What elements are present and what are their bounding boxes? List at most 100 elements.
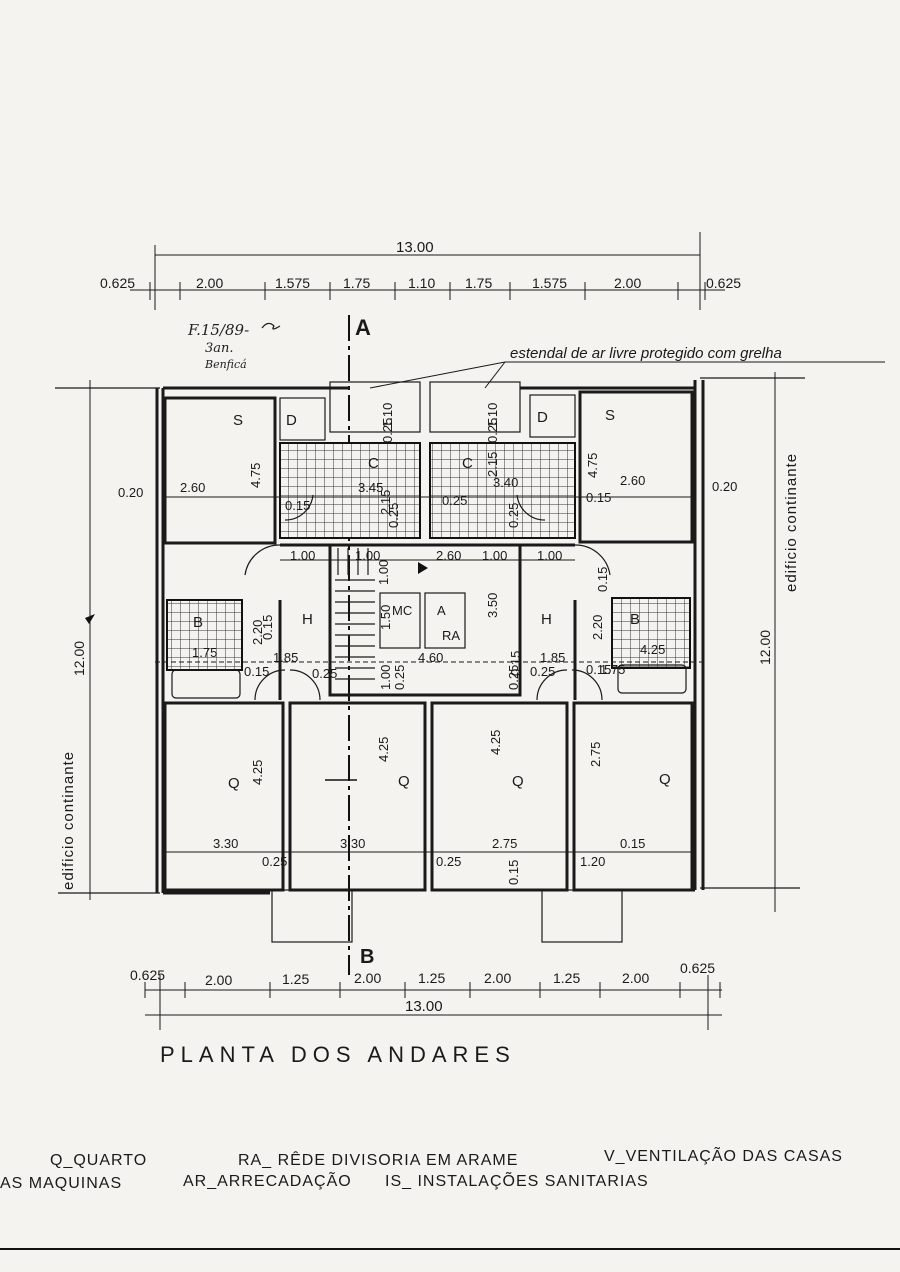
interior-dim: 0.15 [595, 567, 610, 592]
room-label-b: B [193, 614, 203, 631]
stair-arrow [418, 562, 428, 574]
estendal-annotation: estendal de ar livre protegido com grelh… [369, 345, 885, 389]
neighbor-label-left: edificio continante [60, 751, 77, 890]
interior-dim: 2.75 [588, 742, 603, 767]
interior-dim: 0.25 [386, 503, 401, 528]
estendal-right [429, 381, 521, 433]
top-segment-dim: 0.625 [100, 275, 135, 291]
legend-ventilacao: V_VENTILAÇÃO DAS CASAS [604, 1148, 843, 1165]
interior-dim: 0.15 [586, 662, 611, 677]
interior-dim: 2.60 [620, 473, 645, 488]
interior-dim: 0.25 [380, 418, 395, 443]
room-label-q: Q [512, 773, 524, 790]
balcony-right [541, 889, 623, 943]
estendal-label: estendal de ar livre protegido com grelh… [510, 345, 782, 362]
estendal-left [329, 381, 421, 433]
door-swing [284, 494, 314, 521]
door-swing [244, 544, 281, 576]
side-dim-left: 12.00 [71, 641, 87, 676]
side-dim-right: 12.00 [757, 630, 773, 665]
interior-dim: 3.45 [358, 480, 383, 495]
top-segment-dim: 2.00 [614, 275, 641, 291]
interior-dim: 1.00 [537, 548, 562, 563]
bottom-segment-dim: 2.00 [622, 970, 649, 986]
interior-dim: 1.20 [580, 854, 605, 869]
room-walls [155, 381, 705, 943]
stair-treads [335, 548, 375, 680]
interior-dim: 0.15 [285, 498, 310, 513]
balcony-left [271, 889, 353, 943]
door-swing [574, 544, 611, 576]
interior-dim: 0.15 [506, 860, 521, 885]
interior-dim: 3.30 [213, 836, 238, 851]
room-q-4 [572, 701, 694, 892]
interior-dim: 1.00 [376, 560, 391, 585]
room-label-q: Q [659, 771, 671, 788]
section-mark-b: B [360, 946, 374, 968]
interior-dim: 1.75 [192, 645, 217, 660]
room-d-right [529, 394, 576, 438]
room-label-a: A [437, 603, 446, 618]
building-outline [155, 380, 705, 895]
legend-rede: RA_ RÊDE DIVISORIA EM ARAME [238, 1152, 519, 1169]
room-label-h: H [541, 611, 552, 628]
interior-dim: 2.20 [590, 615, 605, 640]
interior-dim: 0.15 [260, 615, 275, 640]
legend-quarto: Q_QUARTO [50, 1152, 148, 1169]
door-swing [571, 669, 603, 701]
interior-dim: 0.25 [506, 503, 521, 528]
lift-shaft [424, 592, 466, 649]
interior-dim: 4.25 [640, 642, 665, 657]
legend-maquinas: AS MAQUINAS [0, 1175, 123, 1192]
interior-dim: 4.25 [250, 760, 265, 785]
room-label-h: H [302, 611, 313, 628]
kitchen-left [279, 442, 421, 539]
bottom-segment-dim: 2.00 [354, 970, 381, 986]
interior-dim: 0.15 [620, 836, 645, 851]
bottom-segment-dim: 0.625 [680, 960, 715, 976]
interior-dim: 0.25 [485, 418, 500, 443]
interior-dim: 4.25 [376, 737, 391, 762]
interior-dim: 2.75 [492, 836, 517, 851]
top-segment-dim: 1.75 [465, 275, 492, 291]
interior-dim: 0.15 [586, 490, 611, 505]
interior-dim: 0.20 [118, 485, 143, 500]
bottom-segment-dim: 2.00 [205, 972, 232, 988]
handwriting-line-3: Benficá [204, 358, 247, 371]
interior-dim: 1.75 [600, 662, 625, 677]
interior-dim: 2.20 [250, 620, 265, 645]
handwriting-line-1: F.15/89- [187, 321, 249, 339]
room-d-left [279, 397, 326, 441]
room-s-left [163, 396, 277, 545]
interior-dim: 2.15 [378, 490, 393, 515]
neighbor-lines [55, 372, 805, 912]
interior-dim: 0.25 [312, 666, 337, 681]
room-labels: S S D D C C H H B B MC A RA Q Q Q Q [193, 407, 671, 792]
top-total-dim: 13.00 [396, 239, 434, 256]
top-segment-dim: 2.00 [196, 275, 223, 291]
handwriting-flourish [261, 322, 281, 330]
interior-dim: 0.15 [508, 651, 523, 676]
interior-dim: 3.50 [485, 593, 500, 618]
room-label-c: C [368, 455, 379, 472]
room-label-b: B [630, 611, 640, 628]
top-segment-dim: 1.575 [532, 275, 567, 291]
interior-dim: 0.25 [506, 665, 521, 690]
handwritten-note: F.15/89- 3an. Benficá [187, 321, 281, 371]
interior-dim: 0.25 [442, 493, 467, 508]
room-q-2 [288, 701, 427, 892]
legend-sanitarias: IS_ INSTALAÇÕES SANITARIAS [385, 1173, 649, 1190]
section-mark-a: A [355, 315, 371, 340]
room-label-s: S [605, 407, 615, 424]
interior-dim: 1.50 [378, 605, 393, 630]
bottom-total-dim: 13.00 [405, 998, 443, 1015]
room-label-d: D [286, 412, 297, 429]
interior-dim: 0.25 [262, 854, 287, 869]
interior-dim: 0.25 [530, 664, 555, 679]
interior-dim: 0.25 [392, 665, 407, 690]
interior-dim: 1.10 [485, 403, 500, 428]
interior-dim: 4.75 [248, 463, 263, 488]
interior-dim: 1.00 [290, 548, 315, 563]
